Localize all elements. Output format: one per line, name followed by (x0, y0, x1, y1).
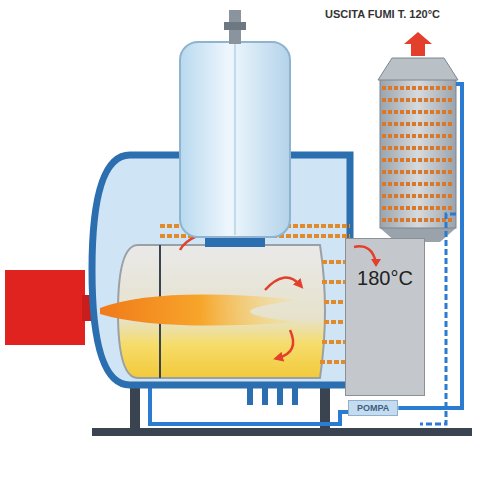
support-leg (130, 385, 140, 429)
flame (100, 295, 300, 326)
economizer-hood (378, 58, 458, 80)
burner (5, 270, 85, 345)
node-text: USCITA FUMI T. 120°C (300, 8, 465, 20)
gas-flow-arrows (180, 232, 300, 358)
flow-arrow-head (371, 259, 381, 267)
feed-pipe (456, 84, 462, 236)
node-text: 180°C (346, 267, 424, 290)
economizer-body (380, 78, 456, 228)
base-frame (92, 428, 472, 436)
fire-tubes (160, 226, 350, 362)
economizer-label: USCITA FUMI T. 120°C (300, 8, 465, 235)
smoke-chamber: 180°C (345, 238, 425, 396)
flow-arrow (350, 241, 390, 269)
pump-box: POMPA (348, 400, 398, 416)
steam-tank (180, 42, 290, 237)
tank-valve (224, 22, 246, 30)
tank-seam (235, 44, 236, 235)
economizer-coils (382, 88, 454, 220)
exhaust-arrow (404, 32, 432, 56)
outlet-pipe (420, 214, 456, 424)
node-text: POMPA (357, 403, 389, 413)
